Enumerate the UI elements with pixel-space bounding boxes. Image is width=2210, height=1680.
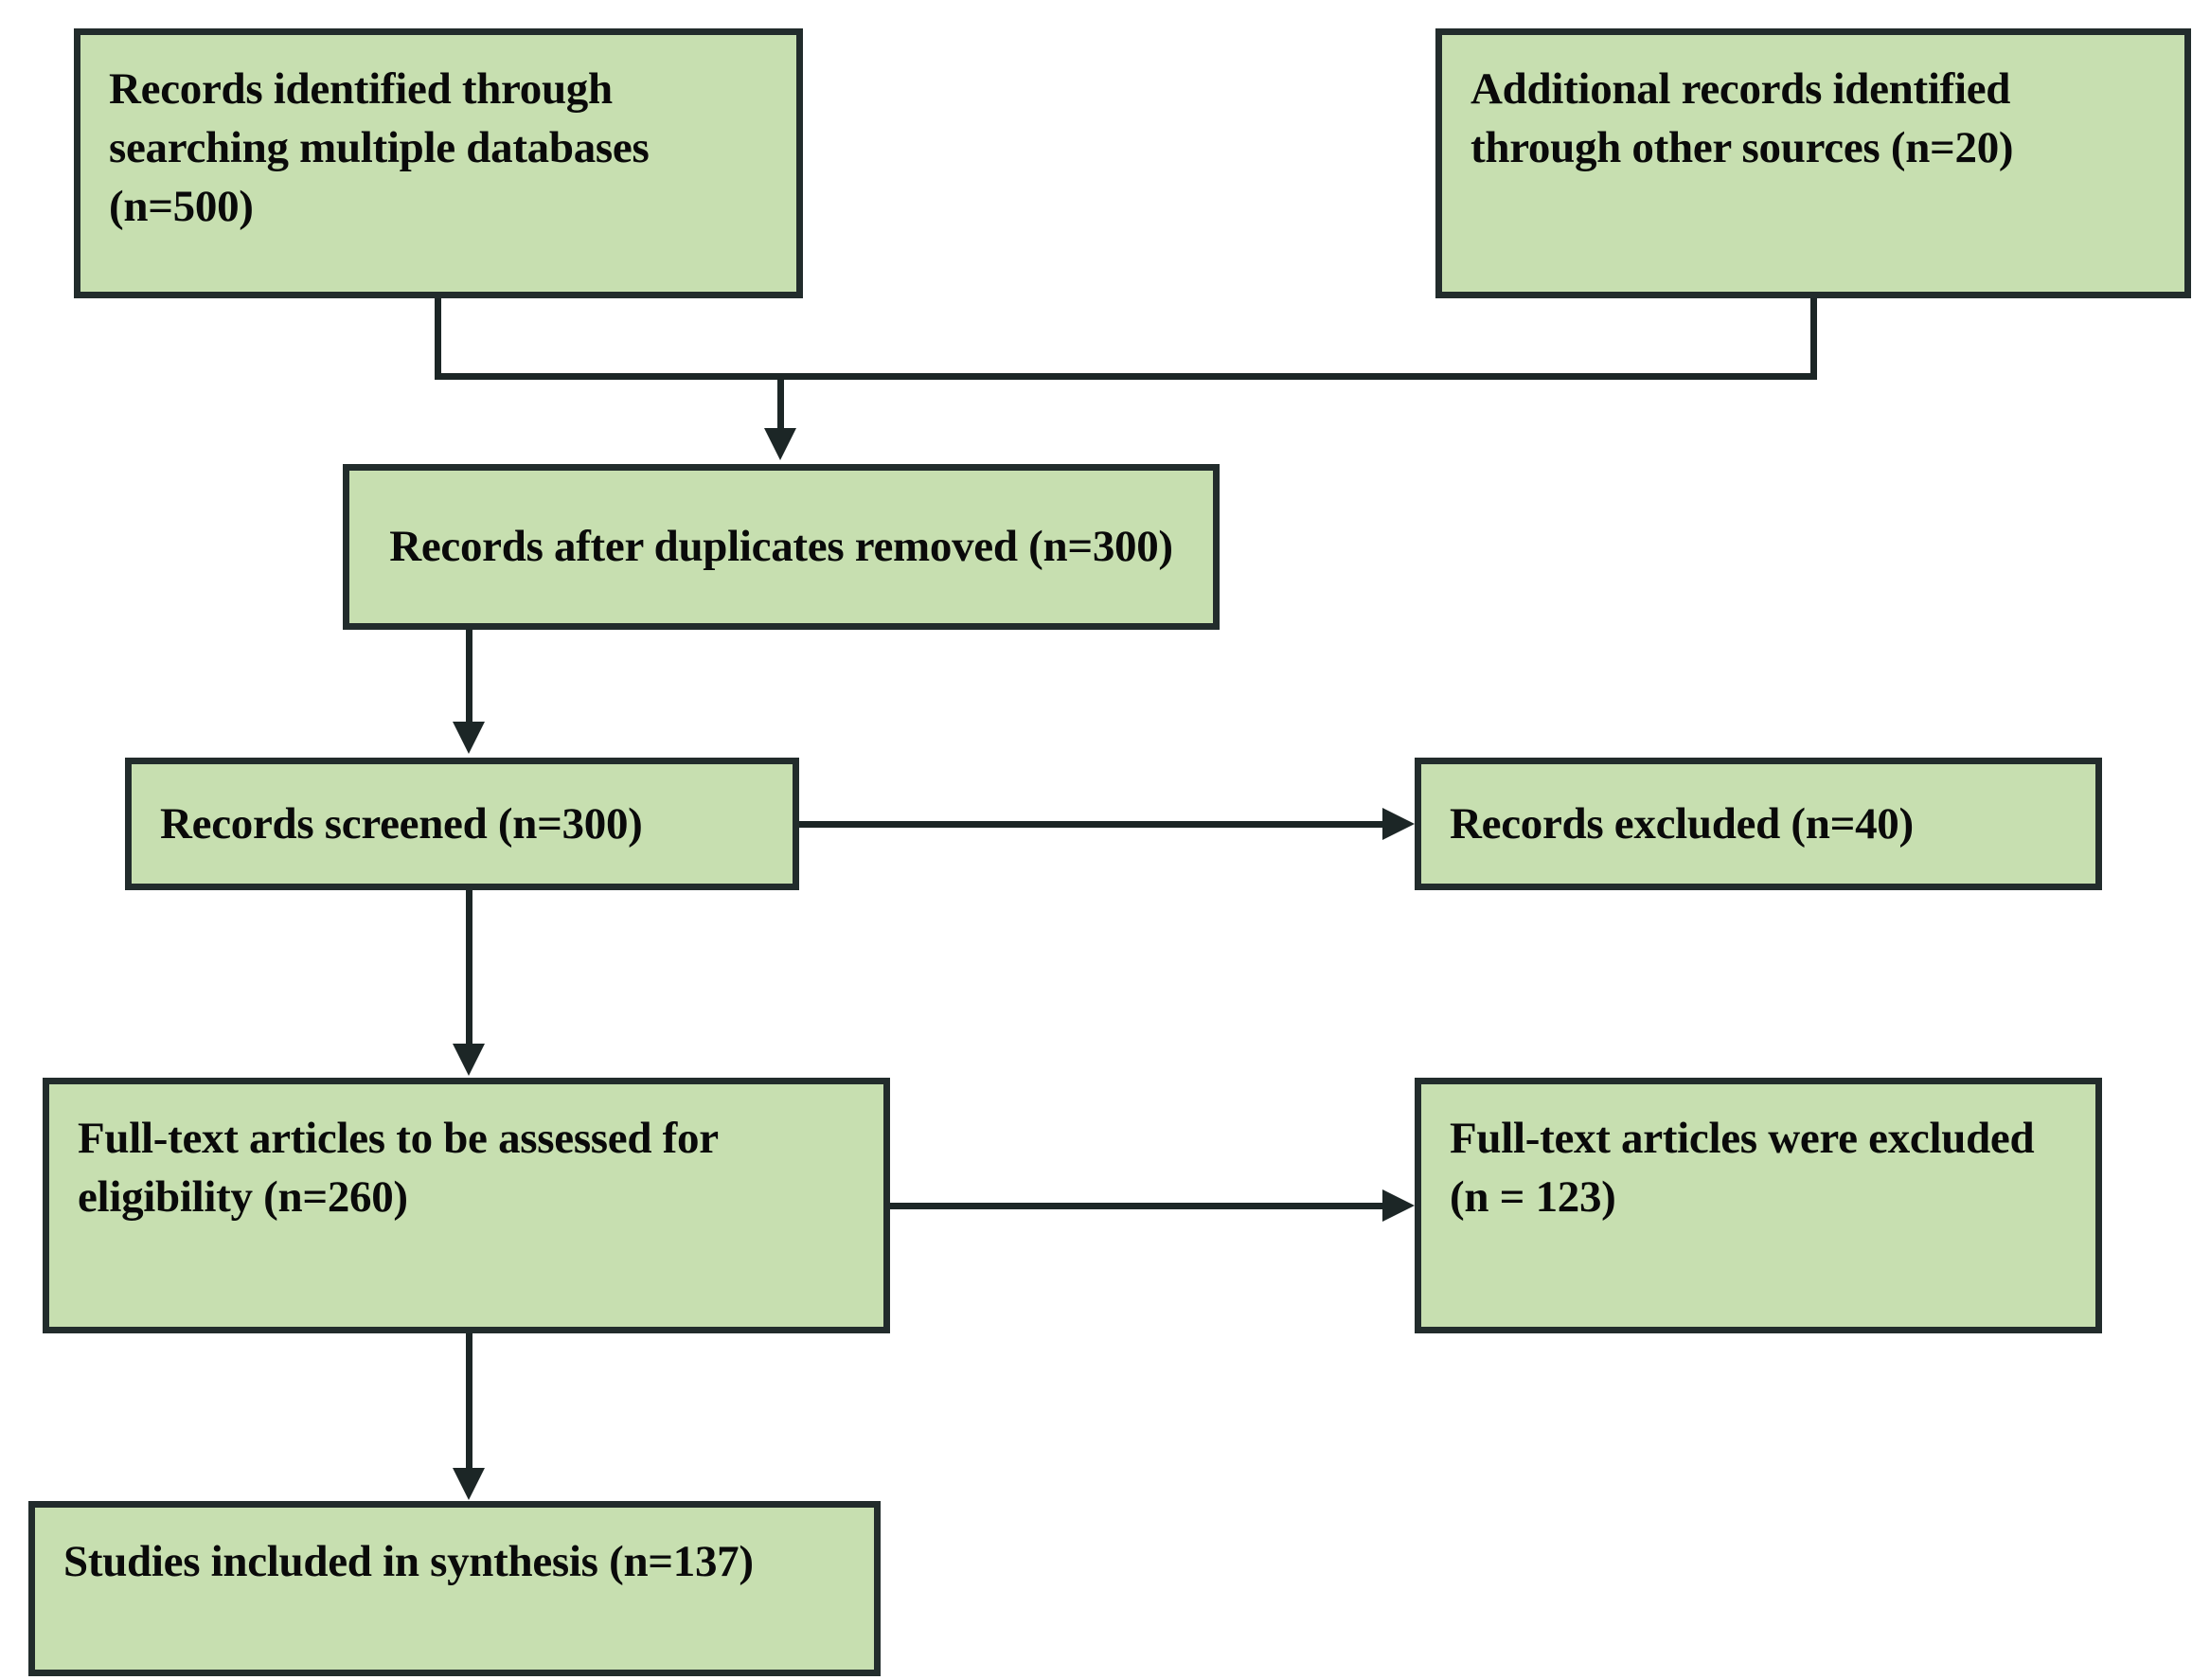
box-text-records-identified-databases: Records identified through searching mul… <box>109 64 650 232</box>
arrow-down-icon-to-screened <box>453 722 485 754</box>
box-text-studies-included-in-synthesis: Studies included in synthesis (n=137) <box>63 1537 754 1586</box>
box-text-additional-records-other-sources: Additional records identified through ot… <box>1470 64 2014 173</box>
box-fulltext-articles-assessed[interactable]: Full-text articles to be assessed for el… <box>43 1078 890 1333</box>
connector-screened-to-fulltext <box>466 890 472 1046</box>
arrow-down-icon-to-studies-included <box>453 1468 485 1500</box>
connector-screened-to-excluded <box>799 821 1386 828</box>
arrow-right-icon-to-fulltext-excluded <box>1382 1189 1415 1222</box>
connector-identified-drop <box>435 298 441 380</box>
box-text-records-after-duplicates-removed: Records after duplicates removed (n=300) <box>389 522 1173 572</box>
connector-fulltext-to-studies <box>466 1333 472 1471</box>
box-studies-included-in-synthesis[interactable]: Studies included in synthesis (n=137) <box>28 1501 881 1676</box>
box-text-records-screened: Records screened (n=300) <box>160 798 643 849</box>
box-records-identified-databases[interactable]: Records identified through searching mul… <box>74 28 803 298</box>
box-records-screened[interactable]: Records screened (n=300) <box>125 758 799 890</box>
connector-duplicates-to-screened <box>466 630 472 724</box>
connector-fulltext-to-excluded <box>890 1203 1386 1209</box>
box-text-fulltext-articles-assessed: Full-text articles to be assessed for el… <box>78 1114 718 1223</box>
box-records-after-duplicates-removed[interactable]: Records after duplicates removed (n=300) <box>343 464 1220 630</box>
box-text-fulltext-articles-excluded: Full-text articles were excluded (n = 12… <box>1450 1114 2035 1223</box>
box-fulltext-articles-excluded[interactable]: Full-text articles were excluded (n = 12… <box>1415 1078 2102 1333</box>
arrow-right-icon-to-records-excluded <box>1382 808 1415 840</box>
connector-additional-drop <box>1810 298 1817 380</box>
box-text-records-excluded: Records excluded (n=40) <box>1450 798 1914 849</box>
box-records-excluded[interactable]: Records excluded (n=40) <box>1415 758 2102 890</box>
connector-merge-bar <box>435 373 1817 380</box>
connector-merge-down <box>777 377 784 432</box>
box-additional-records-other-sources[interactable]: Additional records identified through ot… <box>1435 28 2191 298</box>
arrow-down-icon-to-fulltext-assessed <box>453 1044 485 1076</box>
arrow-down-icon-to-duplicates <box>764 428 796 460</box>
